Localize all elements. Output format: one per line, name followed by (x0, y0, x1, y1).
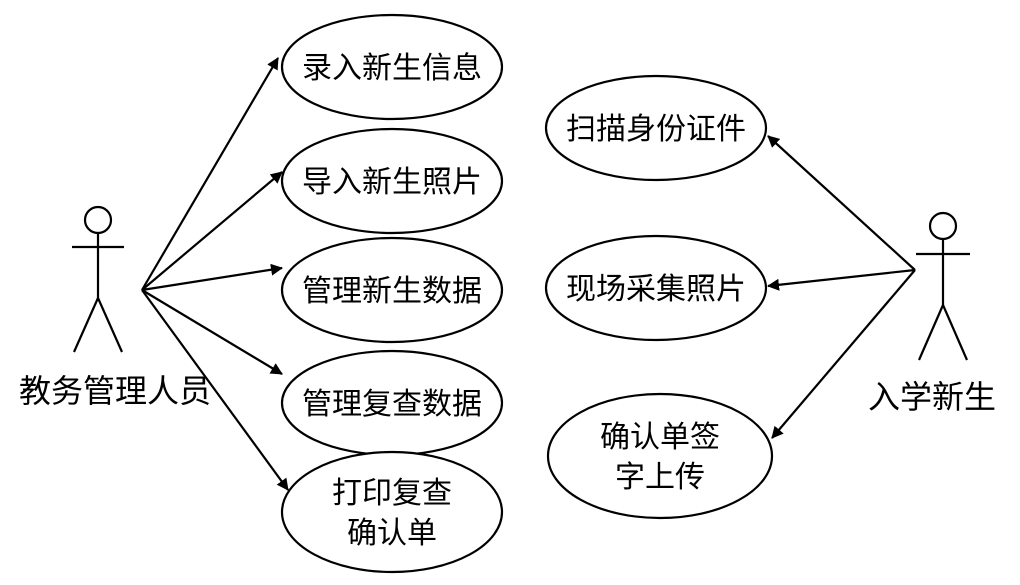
student-associations (767, 135, 916, 439)
use-case-label-line-2: 字上传 (615, 460, 705, 495)
use-case-ellipse (280, 236, 504, 344)
admin-actor-left-leg (72, 297, 100, 353)
admin-actor-head (83, 205, 113, 235)
use-case-uc4: 管理复查数据 (280, 349, 504, 457)
assoc-admin-uc4 (141, 289, 283, 375)
use-case-label-line-1: 确认单签 (600, 420, 720, 455)
admin-associations (141, 57, 289, 491)
use-case-uc3: 管理新生数据 (280, 236, 504, 344)
assoc-admin-uc2 (141, 171, 283, 291)
use-case-label: 管理新生数据 (302, 274, 482, 309)
use-case-uc5: 打印复查 确认单 (280, 450, 504, 574)
assoc-student-uc6 (767, 135, 916, 271)
use-case-label-line-2: 确认单 (347, 516, 437, 551)
use-case-uc8: 确认单签 字上传 (546, 392, 774, 520)
student-actor-head (928, 211, 958, 241)
student-actor-label: 入学新生 (868, 378, 996, 416)
assoc-student-uc7 (767, 268, 916, 291)
use-case-uc7: 现场采集照片 (544, 234, 768, 342)
assoc-student-uc8 (771, 269, 916, 439)
use-case-ellipse (280, 127, 504, 235)
assoc-admin-uc5 (141, 289, 289, 491)
assoc-admin-uc3 (141, 263, 283, 292)
use-case-uc1: 录入新生信息 (280, 13, 504, 121)
student-actor: 入学新生 (868, 211, 996, 416)
use-case-uc2: 导入新生照片 (280, 127, 504, 235)
assoc-admin-uc1 (141, 57, 279, 291)
admin-actor-right-leg (96, 297, 124, 353)
use-case-ellipse (544, 74, 768, 182)
use-case-label: 现场采集照片 (566, 272, 746, 307)
use-case-ellipse (544, 234, 768, 342)
admin-actor-label: 教务管理人员 (19, 372, 211, 410)
use-case-ellipse (280, 450, 504, 574)
student-actor-left-leg (917, 304, 945, 361)
use-case-label: 扫描身份证件 (566, 112, 746, 147)
use-case-uc6: 扫描身份证件 (544, 74, 768, 182)
use-case-label: 录入新生信息 (302, 51, 482, 86)
admin-actor: 教务管理人员 (19, 205, 211, 410)
use-case-label: 导入新生照片 (302, 165, 482, 200)
student-actor-right-leg (941, 304, 969, 361)
use-case-label-line-1: 打印复查 (332, 476, 452, 511)
use-case-ellipse (546, 392, 774, 520)
use-case-ellipse (280, 13, 504, 121)
use-case-label: 管理复查数据 (302, 387, 482, 422)
